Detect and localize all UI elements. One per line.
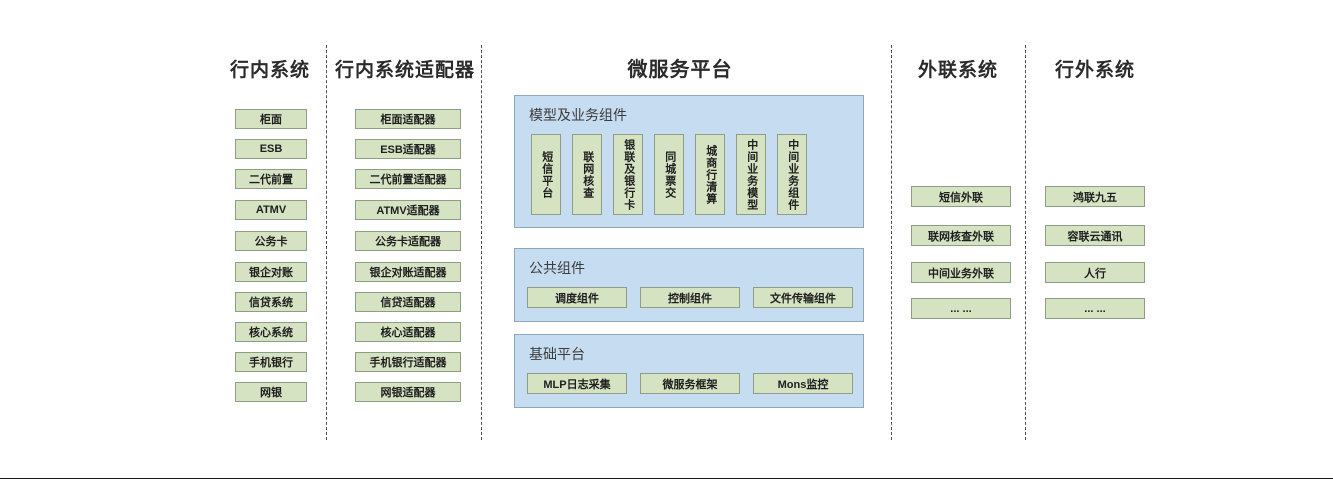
panel-title-public-components: 公共组件 bbox=[529, 260, 585, 276]
box-model-component-6[interactable]: 中间业务模型 bbox=[736, 134, 766, 215]
box-outside-bank-4[interactable]: ... ... bbox=[1045, 298, 1145, 319]
box-outside-bank-3[interactable]: 人行 bbox=[1045, 262, 1145, 283]
box-model-component-1[interactable]: 短信平台 bbox=[531, 134, 561, 215]
box-intranet-system-3[interactable]: 二代前置 bbox=[235, 169, 307, 189]
box-intranet-system-2[interactable]: ESB bbox=[235, 139, 307, 159]
box-intranet-adapter-8[interactable]: 核心适配器 bbox=[355, 322, 461, 342]
divider-4 bbox=[1025, 45, 1026, 440]
box-external-link-3[interactable]: 中间业务外联 bbox=[911, 262, 1011, 283]
panel-title-base-platform: 基础平台 bbox=[529, 346, 585, 362]
divider-2 bbox=[481, 45, 482, 440]
box-intranet-system-10[interactable]: 网银 bbox=[235, 382, 307, 402]
bottom-divider bbox=[0, 478, 1333, 479]
box-outside-bank-2[interactable]: 容联云通讯 bbox=[1045, 225, 1145, 246]
box-external-link-1[interactable]: 短信外联 bbox=[911, 186, 1011, 207]
box-intranet-system-8[interactable]: 核心系统 bbox=[235, 322, 307, 342]
divider-1 bbox=[326, 45, 327, 440]
panel-model-business-components: 模型及业务组件 bbox=[514, 95, 864, 228]
box-intranet-adapter-6[interactable]: 银企对账适配器 bbox=[355, 262, 461, 282]
box-external-link-2[interactable]: 联网核查外联 bbox=[911, 225, 1011, 246]
box-public-component-2[interactable]: 控制组件 bbox=[640, 287, 740, 308]
box-model-component-2[interactable]: 联网核查 bbox=[572, 134, 602, 215]
box-intranet-adapter-4[interactable]: ATMV适配器 bbox=[355, 200, 461, 220]
box-model-component-7[interactable]: 中间业务组件 bbox=[777, 134, 807, 215]
box-base-platform-2[interactable]: 微服务框架 bbox=[640, 373, 740, 394]
box-public-component-1[interactable]: 调度组件 bbox=[527, 287, 627, 308]
box-intranet-system-5[interactable]: 公务卡 bbox=[235, 231, 307, 251]
box-intranet-adapter-10[interactable]: 网银适配器 bbox=[355, 382, 461, 402]
panel-public-components: 公共组件 bbox=[514, 248, 864, 322]
box-public-component-3[interactable]: 文件传输组件 bbox=[753, 287, 853, 308]
column-title-microservice-platform: 微服务平台 bbox=[627, 59, 733, 81]
box-base-platform-1[interactable]: MLP日志采集 bbox=[527, 373, 627, 394]
box-model-component-5[interactable]: 城商行清算 bbox=[695, 134, 725, 215]
box-intranet-adapter-1[interactable]: 柜面适配器 bbox=[355, 109, 461, 129]
box-intranet-adapter-9[interactable]: 手机银行适配器 bbox=[355, 352, 461, 372]
box-outside-bank-1[interactable]: 鸿联九五 bbox=[1045, 186, 1145, 207]
box-external-link-4[interactable]: ... ... bbox=[911, 298, 1011, 319]
column-title-outside-bank-systems: 行外系统 bbox=[1054, 60, 1135, 81]
panel-base-platform: 基础平台 bbox=[514, 334, 864, 408]
box-intranet-system-9[interactable]: 手机银行 bbox=[235, 352, 307, 372]
divider-3 bbox=[891, 45, 892, 440]
box-intranet-adapter-2[interactable]: ESB适配器 bbox=[355, 139, 461, 159]
box-intranet-system-4[interactable]: ATMV bbox=[235, 200, 307, 220]
column-title-intranet-adapters: 行内系统适配器 bbox=[334, 60, 475, 81]
panel-title-model-business-components: 模型及业务组件 bbox=[529, 107, 627, 123]
box-model-component-3[interactable]: 银联及银行卡 bbox=[613, 134, 643, 215]
box-intranet-adapter-3[interactable]: 二代前置适配器 bbox=[355, 169, 461, 189]
box-base-platform-3[interactable]: Mons监控 bbox=[753, 373, 853, 394]
box-intranet-system-1[interactable]: 柜面 bbox=[235, 109, 307, 129]
box-intranet-system-6[interactable]: 银企对账 bbox=[235, 262, 307, 282]
box-intranet-adapter-7[interactable]: 信贷适配器 bbox=[355, 292, 461, 312]
box-model-component-4[interactable]: 同城票交 bbox=[654, 134, 684, 215]
box-intranet-system-7[interactable]: 信贷系统 bbox=[235, 292, 307, 312]
column-title-intranet-systems: 行内系统 bbox=[229, 60, 310, 81]
column-title-external-link-systems: 外联系统 bbox=[917, 60, 998, 81]
box-intranet-adapter-5[interactable]: 公务卡适配器 bbox=[355, 231, 461, 251]
